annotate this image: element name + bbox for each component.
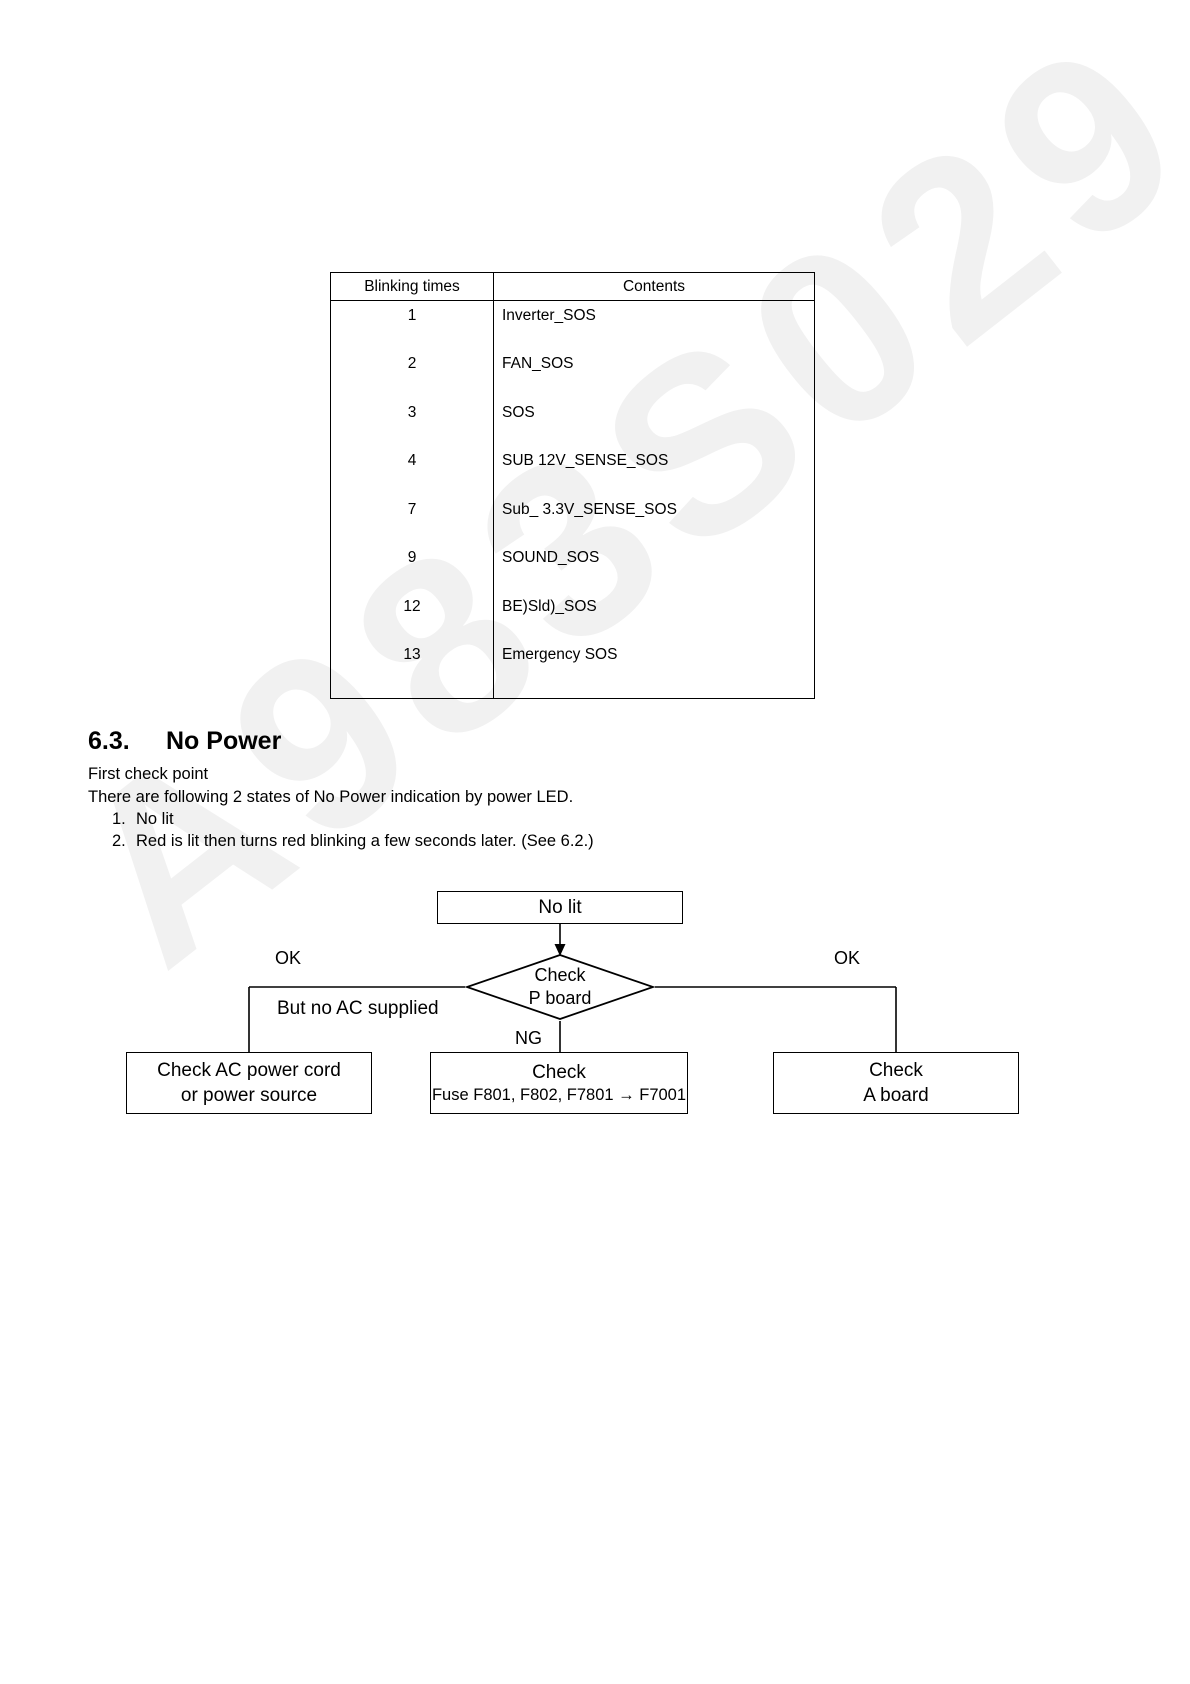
cell-contents: SOUND_SOS — [502, 549, 600, 566]
blinking-code-table: Blinking times Contents 1 Inverter_SOS 2… — [330, 272, 815, 699]
list-item-label: No lit — [136, 810, 174, 828]
flow-label-but-no-ac-supplied: But no AC supplied — [277, 998, 439, 1019]
flow-box-ac-cord-line-2: or power source — [180, 1085, 318, 1106]
table-row: 9 SOUND_SOS — [330, 543, 815, 592]
flow-decision-line-2: P board — [528, 988, 592, 1008]
cell-blinking-times: 7 — [330, 494, 494, 543]
list-item: 2. Red is lit then turns red blinking a f… — [112, 832, 594, 851]
table-row: 13 Emergency SOS — [330, 640, 815, 698]
flow-label-ng: NG — [515, 1028, 542, 1048]
table-row: 12 BE)Sld)_SOS — [330, 591, 815, 640]
cell-blinking-times: 1 — [330, 300, 494, 349]
flow-box-a-board-line-2: A board — [863, 1085, 929, 1106]
section-number: 6.3. — [88, 727, 130, 755]
flow-box-no-lit-label: No lit — [538, 896, 582, 918]
diamond-shape-icon — [465, 954, 655, 1020]
flow-label-ok-left: OK — [275, 948, 302, 968]
cell-blinking-times: 13 — [330, 640, 494, 698]
flow-box-fuse-line-2: Fuse F801, F802, F7801 → F7001 — [431, 1085, 687, 1104]
column-header-blinking-times: Blinking times — [330, 272, 494, 301]
cell-contents: Inverter_SOS — [502, 307, 596, 324]
section-heading: 6.3. No Power — [88, 727, 281, 756]
table-row: 4 SUB 12V_SENSE_SOS — [330, 446, 815, 495]
list-item: 1. No lit — [112, 810, 174, 829]
flow-box-check-a-board: Check A board — [773, 1052, 1019, 1114]
flow-label-ok-right: OK — [834, 948, 861, 968]
list-item-label: Red is lit then turns red blinking a few… — [136, 832, 594, 850]
cell-contents: FAN_SOS — [502, 355, 574, 372]
flow-box-fuse-line-1: Check — [532, 1061, 586, 1083]
flow-box-a-board-line-1: Check — [869, 1059, 923, 1081]
flow-box-no-lit: No lit — [437, 891, 683, 924]
cell-contents: SOS — [502, 403, 535, 421]
list-item-number: 2. — [112, 832, 126, 850]
cell-blinking-times: 2 — [330, 349, 494, 398]
cell-blinking-times: 4 — [330, 446, 494, 495]
section-title: No Power — [166, 727, 282, 755]
table-row: 7 Sub_ 3.3V_SENSE_SOS — [330, 494, 815, 543]
flow-decision-line-1: Check — [534, 964, 586, 985]
table-row: 2 FAN_SOS — [330, 349, 815, 398]
cell-blinking-times: 12 — [330, 591, 494, 640]
flow-box-check-ac-power-cord: Check AC power cord or power source — [126, 1052, 372, 1114]
list-item-number: 1. — [112, 810, 126, 828]
flow-decision-label: Check P board — [465, 953, 655, 1021]
cell-blinking-times: 3 — [330, 397, 494, 446]
cell-contents: Emergency SOS — [502, 646, 618, 663]
table-row: 3 SOS — [330, 397, 815, 446]
flow-box-ac-cord-line-1: Check AC power cord — [157, 1059, 341, 1081]
table-row: 1 Inverter_SOS — [330, 300, 815, 349]
no-power-intro-text: There are following 2 states of No Power… — [88, 788, 574, 806]
first-check-point-text: First check point — [88, 765, 209, 783]
cell-contents: SUB 12V_SENSE_SOS — [502, 452, 669, 469]
cell-contents: BE)Sld)_SOS — [502, 597, 597, 615]
flowchart-connectors — [248, 924, 897, 1052]
flow-decision-check-p-board: Check P board — [465, 953, 655, 1021]
table-header-row: Blinking times Contents — [330, 272, 815, 301]
flow-box-check-fuse: Check Fuse F801, F802, F7801 → F7001 — [430, 1052, 688, 1114]
cell-contents: Sub_ 3.3V_SENSE_SOS — [502, 500, 677, 518]
cell-blinking-times: 9 — [330, 543, 494, 592]
no-power-flowchart: No lit Check P board OK OK NG But no AC … — [0, 870, 1190, 1140]
column-header-contents: Contents — [493, 272, 815, 301]
